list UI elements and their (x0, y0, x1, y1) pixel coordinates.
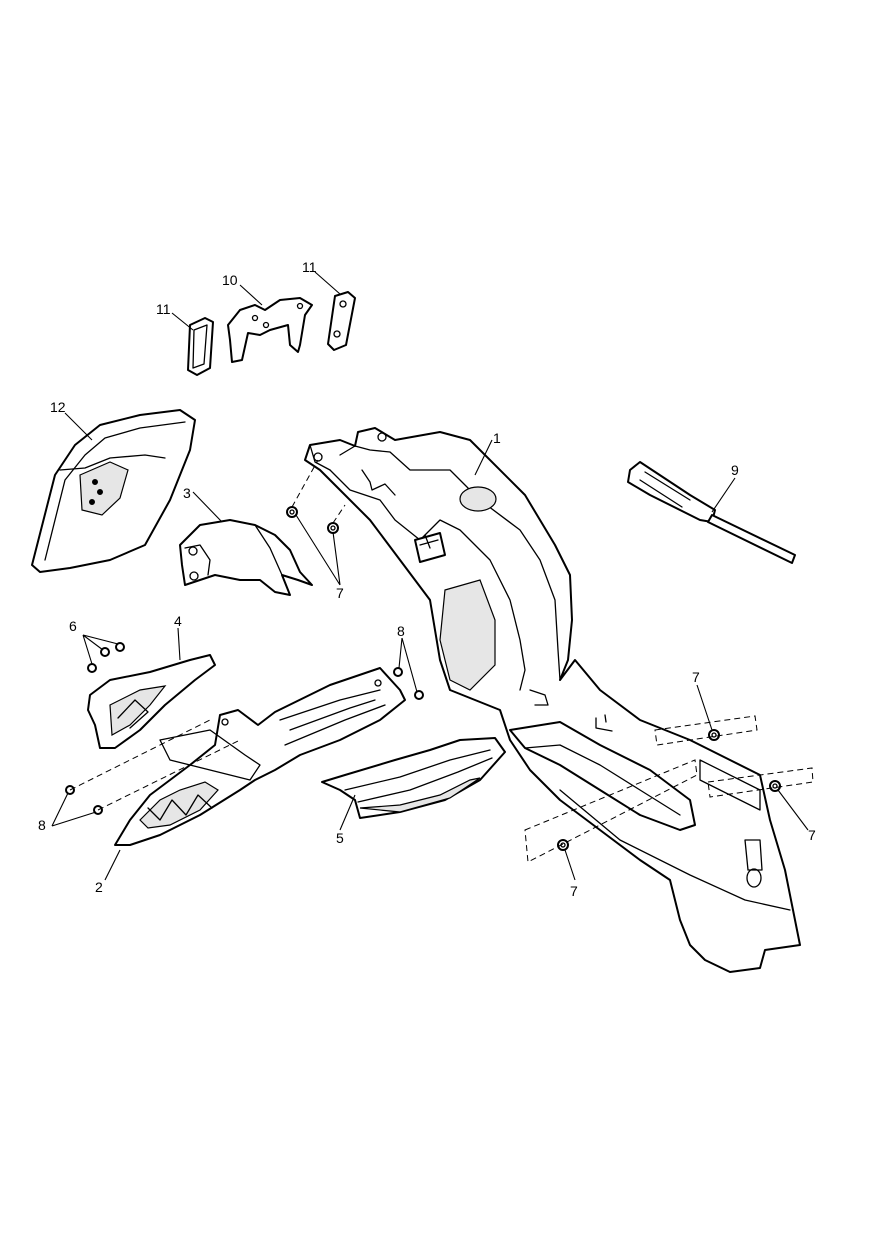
assembly-lines (69, 459, 814, 863)
callout-7-right-bottom: 7 (808, 827, 816, 843)
callout-4: 4 (174, 613, 182, 629)
callout-7-right-top: 7 (692, 669, 700, 685)
callout-8-left: 8 (38, 817, 46, 833)
part-10-bracket (227, 297, 313, 363)
callout-11-left: 11 (156, 301, 171, 317)
fastener-6-c (115, 642, 125, 652)
part-4-bracket (87, 654, 216, 749)
fastener-6-a (87, 663, 97, 673)
callout-6: 6 (69, 618, 77, 634)
part-5-tray (321, 737, 506, 819)
callout-8-upper: 8 (397, 623, 405, 639)
fastener-8-upper-b (414, 690, 424, 700)
part-9-screwdriver (627, 461, 796, 564)
fastener-7-right-b (769, 780, 781, 792)
part-1-rear-mudguard (304, 427, 801, 973)
callout-7-lower: 7 (570, 883, 578, 899)
fastener-8-upper-a (393, 667, 403, 677)
fastener-7-upper-b (327, 522, 339, 534)
callout-5: 5 (336, 830, 344, 846)
callout-1: 1 (493, 430, 501, 446)
fastener-7-lower (557, 839, 569, 851)
part-12-screen (31, 409, 196, 573)
leader-lines (51, 271, 809, 881)
callout-11-right: 11 (302, 259, 317, 275)
callout-2: 2 (95, 879, 103, 895)
fastener-7-upper-a (286, 506, 298, 518)
callout-labels: 1 2 3 4 5 6 7 7 7 7 8 8 9 10 11 11 12 (38, 259, 816, 899)
callout-12: 12 (50, 399, 66, 415)
part-11-pad-right (327, 291, 356, 351)
fastener-7-right-a (708, 729, 720, 741)
callout-10: 10 (222, 272, 238, 288)
part-2-number-plate-bracket (114, 667, 406, 846)
callout-9: 9 (731, 462, 739, 478)
part-11-pad-left (187, 317, 214, 376)
callout-7-upper: 7 (336, 585, 344, 601)
callout-3: 3 (183, 485, 191, 501)
part-3-cover (179, 519, 313, 596)
